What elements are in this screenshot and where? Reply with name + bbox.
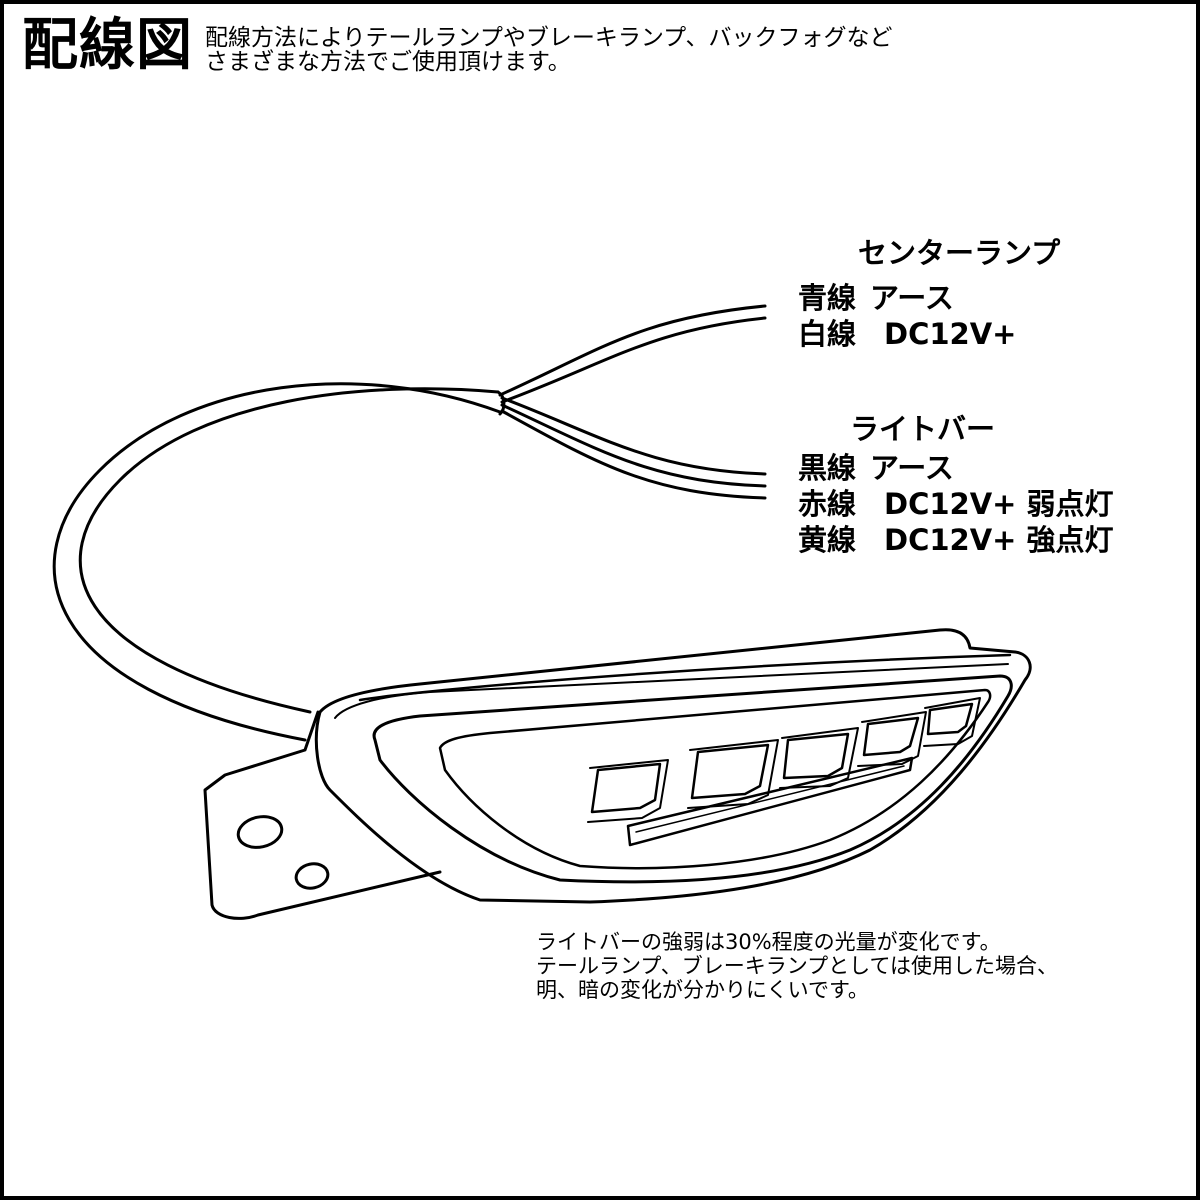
wire-black: [500, 396, 767, 476]
wire-note: 強点灯: [1026, 523, 1114, 557]
description-line: さまざまな方法でご使用頂けます。: [205, 49, 571, 75]
led-segment-2: [690, 743, 770, 800]
lamp-lens-inner: [438, 688, 992, 870]
wire-label-white: 白線 DC12V+: [798, 316, 1016, 352]
footnote-line: ライトバーの強弱は30%程度の光量が変化です。: [536, 930, 1001, 954]
led-segment-3: [782, 732, 850, 780]
wire-color: 赤線: [798, 487, 857, 521]
led-segment-5-frame: [923, 697, 981, 747]
wire-label-yellow: 黄線 DC12V+ 強点灯: [798, 522, 1114, 558]
lamp-housing-outer: [314, 628, 1032, 904]
wire-red: [500, 403, 767, 488]
led-segment-3-frame: [779, 727, 859, 789]
cable-sheath-outer: [78, 387, 500, 714]
wire-function: DC12V+: [884, 487, 1017, 521]
lamp-housing-ridge: [358, 653, 1012, 702]
wire-function: アース: [870, 281, 954, 315]
heading-center-lamp: センターランプ: [858, 236, 1061, 270]
page-description: 配線方法によりテールランプやブレーキランプ、バックフォグなど さまざまな方法でご…: [205, 26, 965, 74]
lamp-housing-rim: [334, 663, 1009, 719]
mounting-bracket: [203, 710, 442, 920]
page-title: 配線図: [22, 13, 193, 78]
led-segment-1: [590, 762, 662, 814]
wire-color: 黄線: [798, 523, 857, 557]
wire-note: 弱点灯: [1026, 487, 1114, 521]
mounting-hole-upper: [236, 815, 284, 849]
description-line: 配線方法によりテールランプやブレーキランプ、バックフォグなど: [205, 25, 893, 51]
wire-label-blue: 青線アース: [798, 280, 954, 316]
led-segment-4: [862, 716, 920, 757]
wire-yellow: [500, 409, 767, 500]
wire-white: [500, 316, 767, 404]
led-segment-2-frame: [687, 739, 779, 809]
wire-function: アース: [870, 451, 954, 485]
light-bar-strip: [626, 756, 914, 847]
wire-function: DC12V+: [884, 523, 1017, 557]
wire-label-black: 黒線アース: [798, 450, 954, 486]
footnote-line: テールランプ、ブレーキランプとしては使用した場合、: [536, 954, 1059, 978]
mounting-hole-lower: [294, 862, 330, 890]
heading-light-bar: ライトバー: [850, 412, 996, 446]
lamp-lens-outer: [372, 674, 1013, 884]
wire-function: DC12V+: [884, 317, 1017, 351]
wire-label-red: 赤線 DC12V+ 弱点灯: [798, 486, 1114, 522]
wire-color: 黒線: [798, 451, 857, 485]
led-segment-1-frame: [587, 759, 669, 823]
wire-blue: [498, 304, 767, 397]
wire-color: 青線: [798, 281, 857, 315]
led-segment-5: [926, 702, 974, 736]
footnote-line: 明、暗の変化が分かりにくいです。: [536, 978, 869, 1002]
cable-sheath-inner: [52, 382, 502, 742]
wire-color: 白線: [798, 317, 857, 351]
light-bar-strip-inner: [635, 765, 905, 833]
footnote: ライトバーの強弱は30%程度の光量が変化です。 テールランプ、ブレーキランプとし…: [536, 930, 1176, 1002]
